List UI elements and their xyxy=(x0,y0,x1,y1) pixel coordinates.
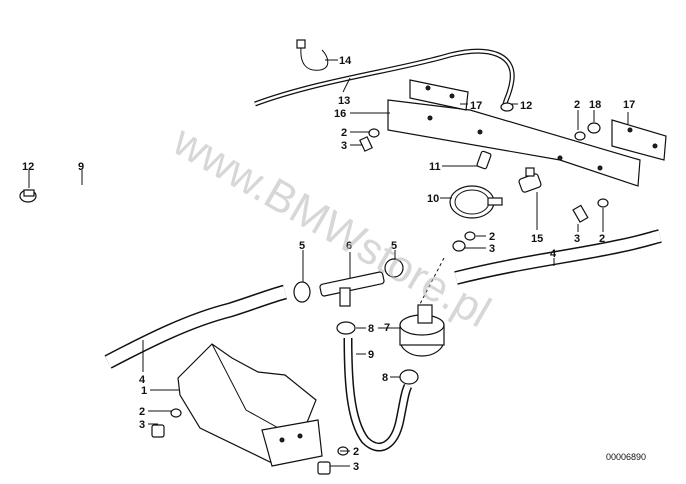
callout-3: 3 xyxy=(341,140,347,152)
callout-3: 3 xyxy=(139,419,145,431)
callout-3: 3 xyxy=(353,461,359,473)
callout-2: 2 xyxy=(139,406,145,418)
callout-9: 9 xyxy=(78,161,84,173)
callout-9: 9 xyxy=(368,349,374,361)
callout-2: 2 xyxy=(353,446,359,458)
drawing-code: 00006890 xyxy=(606,452,646,462)
upper-vacuum-hose xyxy=(28,48,515,199)
right-hose-part-4 xyxy=(454,229,662,285)
callout-2: 2 xyxy=(599,233,605,245)
part-14-connector xyxy=(296,39,329,71)
callout-5: 5 xyxy=(391,240,397,252)
callout-17: 17 xyxy=(623,99,635,111)
callout-2: 2 xyxy=(489,231,495,243)
leader-lines xyxy=(28,59,629,467)
callout-3: 3 xyxy=(489,243,495,255)
callout-8: 8 xyxy=(368,323,374,335)
callout-7-visible: 7 xyxy=(384,322,390,334)
part-6-t-piece xyxy=(319,271,385,307)
callout-3: 3 xyxy=(574,233,580,245)
bolt-set-upper xyxy=(359,122,609,252)
callout-14: 14 xyxy=(339,55,352,67)
part-7-valve xyxy=(399,304,445,357)
watermark-text: www.BMWstore.pl xyxy=(164,116,498,337)
callout-8: 8 xyxy=(382,372,388,384)
callout-11: 11 xyxy=(429,161,441,173)
callout-1: 1 xyxy=(141,385,147,397)
part-5-clamps xyxy=(293,258,404,303)
callout-6: 6 xyxy=(346,240,352,252)
part-8-clamps xyxy=(336,321,419,385)
part-1-heat-shield xyxy=(177,343,323,467)
callout-12: 12 xyxy=(22,161,34,173)
part-10-strap-clamp xyxy=(449,185,503,219)
lower-vacuum-hose-part-9 xyxy=(343,337,413,452)
part-12-clamp-left xyxy=(19,189,37,203)
part-15-grommet xyxy=(518,167,542,193)
callout-4: 4 xyxy=(550,248,557,260)
callout-2: 2 xyxy=(574,99,580,111)
callout-15: 15 xyxy=(531,233,543,245)
callout-17: 17 xyxy=(470,100,482,112)
callout-5: 5 xyxy=(299,240,305,252)
callout-10: 10 xyxy=(427,193,439,205)
part-12-clamp-upper xyxy=(500,102,514,112)
left-hose-part-4 xyxy=(104,284,287,369)
callout-labels: 14 13 16 17 12 2 18 17 2 3 11 12 9 10 15… xyxy=(22,55,635,473)
mounting-bracket xyxy=(387,79,667,187)
callout-12: 12 xyxy=(520,100,532,112)
callout-18: 18 xyxy=(589,99,601,111)
part-11-connector xyxy=(476,150,492,170)
callout-4: 4 xyxy=(139,374,146,386)
callout-2: 2 xyxy=(341,127,347,139)
callout-16: 16 xyxy=(334,108,346,120)
callout-13: 13 xyxy=(338,95,350,107)
